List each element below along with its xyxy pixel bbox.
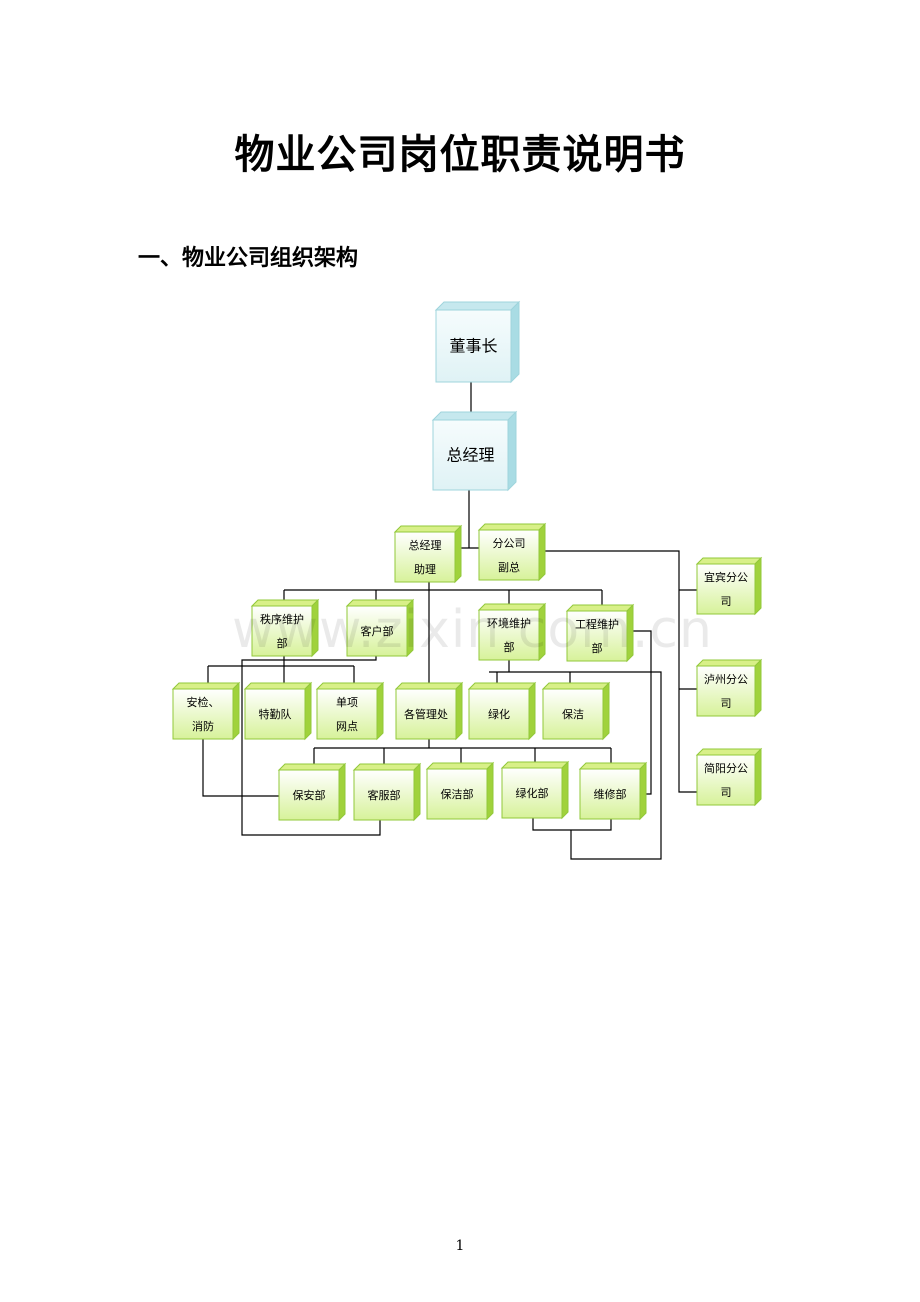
org-node-label: 绿化部 — [516, 786, 549, 800]
org-node-label: 消防 — [192, 719, 214, 733]
org-node-label: 维修部 — [594, 787, 627, 801]
org-nodes: 董事长总经理总经理助理分公司副总宜宾分公司泸州分公司简阳分公司秩序维护部客户部环… — [171, 300, 763, 822]
org-node-label: 司 — [721, 595, 732, 608]
org-node-label: 司 — [721, 786, 732, 799]
org-node-cleaning: 保洁 — [541, 681, 611, 741]
org-node-gm: 总经理 — [431, 410, 518, 492]
org-node-label: 网点 — [336, 720, 358, 733]
org-node-security-fire: 安检、消防 — [171, 681, 241, 741]
watermark: www.zixin.com.cn — [232, 600, 713, 660]
org-node-label: 各管理处 — [404, 707, 448, 721]
org-node-label: 宜宾分公 — [704, 570, 748, 584]
org-node-customer-dept: 客户部 — [345, 598, 415, 658]
org-node-cleaning-sub: 保洁部 — [425, 761, 495, 821]
org-node-label: 泸州分公 — [704, 673, 748, 686]
org-node-label: 客户部 — [361, 624, 394, 638]
org-node-greening: 绿化 — [467, 681, 537, 741]
org-node-label: 总经理 — [409, 538, 442, 552]
org-node-label: 部 — [592, 641, 603, 655]
org-node-chairman: 董事长 — [434, 300, 521, 384]
org-node-label: 保洁 — [562, 707, 584, 721]
org-node-label: 单项 — [336, 696, 358, 709]
org-node-label: 保安部 — [293, 788, 326, 802]
org-node-label: 副总 — [498, 560, 520, 574]
org-node-label: 部 — [504, 640, 515, 654]
org-node-label: 工程维护 — [575, 617, 619, 631]
org-node-label: 简阳分公 — [704, 761, 748, 775]
org-node-label: 秩序维护 — [260, 612, 304, 626]
org-node-label: 助理 — [414, 562, 436, 576]
org-node-special-team: 特勤队 — [243, 681, 313, 741]
org-node-mgmt-offices: 各管理处 — [394, 681, 464, 741]
org-node-repair-sub: 维修部 — [578, 761, 648, 821]
document-title: 物业公司岗位职责说明书 — [234, 131, 686, 178]
org-node-label: 客服部 — [368, 788, 401, 802]
org-node-label: 环境维护 — [487, 616, 531, 630]
org-node-label: 分公司 — [493, 537, 526, 550]
org-node-label: 特勤队 — [259, 707, 292, 721]
org-node-label: 保洁部 — [441, 787, 474, 801]
org-node-label: 绿化 — [488, 707, 510, 721]
section-heading: 一、物业公司组织架构 — [138, 245, 359, 271]
org-node-label: 部 — [277, 636, 288, 650]
org-node-service-sub: 客服部 — [352, 762, 422, 822]
org-node-label: 安检、 — [187, 695, 220, 709]
org-node-label: 董事长 — [449, 337, 497, 356]
org-node-label: 总经理 — [446, 446, 494, 465]
org-node-greening-sub: 绿化部 — [500, 760, 570, 820]
page-number: 1 — [455, 1238, 465, 1254]
org-node-label: 司 — [721, 697, 732, 710]
org-node-security-sub: 保安部 — [277, 762, 347, 822]
